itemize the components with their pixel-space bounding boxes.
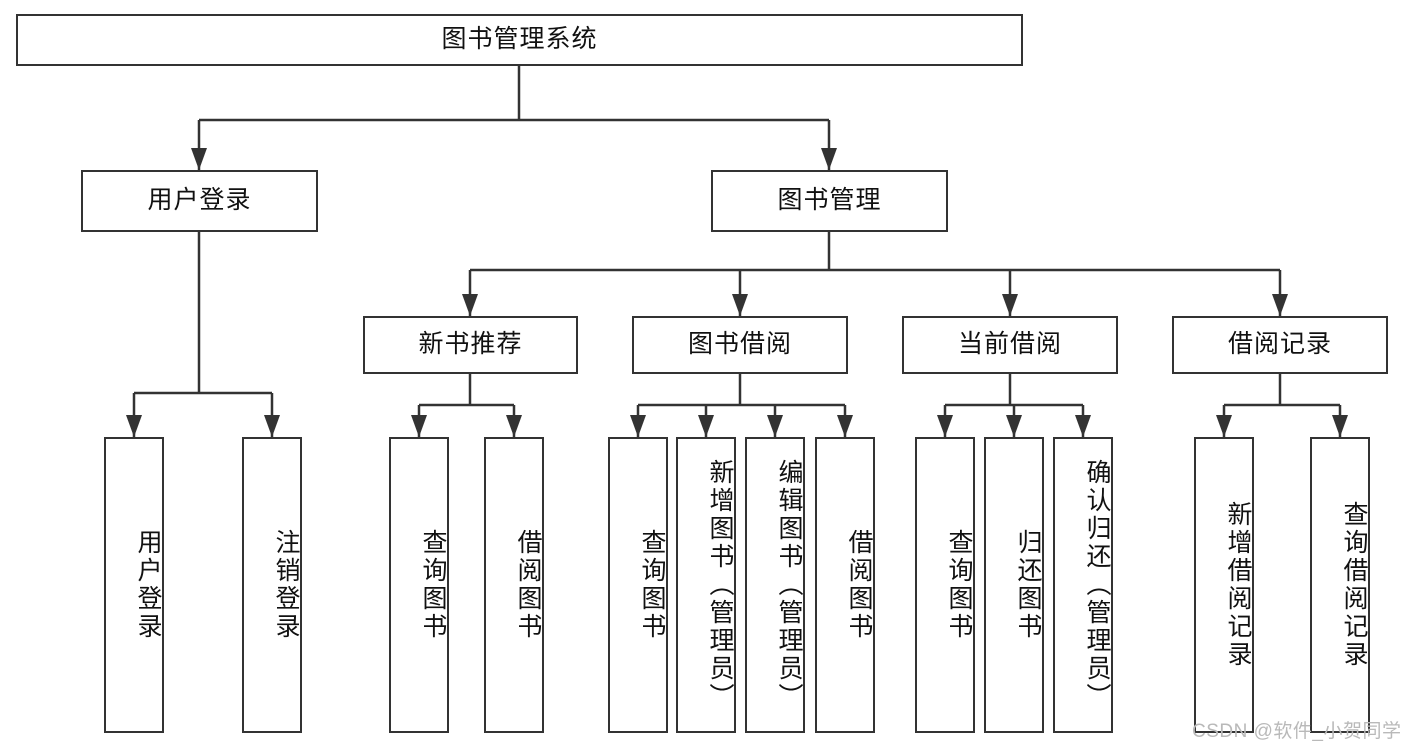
node-label: 新书推荐	[418, 330, 523, 359]
arrow-head-icon	[264, 415, 280, 437]
node-leaf-borrow-book-2[interactable]: 借阅图书	[815, 437, 875, 733]
node-label: 当前借阅	[957, 330, 1062, 359]
node-current-borrow[interactable]: 当前借阅	[902, 316, 1118, 374]
node-label: 查询借阅记录	[1340, 501, 1368, 669]
node-book-manage[interactable]: 图书管理	[711, 170, 948, 232]
node-leaf-add-record[interactable]: 新增借阅记录	[1194, 437, 1254, 733]
node-label: 借阅记录	[1227, 330, 1332, 359]
arrow-head-icon	[126, 415, 142, 437]
node-label: 查询图书	[638, 529, 666, 641]
node-leaf-query-book-2[interactable]: 查询图书	[608, 437, 668, 733]
node-borrow-record[interactable]: 借阅记录	[1172, 316, 1388, 374]
node-label: 借阅图书	[845, 529, 873, 641]
arrow-head-icon	[411, 415, 427, 437]
node-user-login[interactable]: 用户登录	[81, 170, 318, 232]
node-label: 图书借阅	[687, 330, 792, 359]
node-label: 查询图书	[419, 529, 447, 641]
node-label: 新增借阅记录	[1224, 501, 1252, 669]
arrow-head-icon	[837, 415, 853, 437]
arrow-head-icon	[821, 148, 837, 170]
node-leaf-logout[interactable]: 注销登录	[242, 437, 302, 733]
node-leaf-query-book-3[interactable]: 查询图书	[915, 437, 975, 733]
arrow-head-icon	[937, 415, 953, 437]
arrow-head-icon	[462, 294, 478, 316]
watermark: CSDN @软件_小贺同学	[1192, 721, 1402, 742]
node-label: 查询图书	[945, 529, 973, 641]
node-leaf-borrow-book-1[interactable]: 借阅图书	[484, 437, 544, 733]
node-root-图书管理系统[interactable]: 图书管理系统	[16, 14, 1023, 66]
arrow-head-icon	[1332, 415, 1348, 437]
arrow-head-icon	[698, 415, 714, 437]
node-leaf-query-record[interactable]: 查询借阅记录	[1310, 437, 1370, 733]
arrow-head-icon	[630, 415, 646, 437]
node-label: 图书管理系统	[441, 25, 598, 54]
arrow-head-icon	[1075, 415, 1091, 437]
node-label: 用户登录	[147, 186, 252, 215]
arrow-head-icon	[1002, 294, 1018, 316]
arrow-head-icon	[506, 415, 522, 437]
arrow-head-icon	[732, 294, 748, 316]
node-label: 确认归还（管理员）	[1083, 459, 1111, 711]
node-label: 编辑图书（管理员）	[775, 459, 803, 711]
node-new-book-recommend[interactable]: 新书推荐	[363, 316, 578, 374]
node-leaf-return-book[interactable]: 归还图书	[984, 437, 1044, 733]
arrow-head-icon	[1216, 415, 1232, 437]
node-label: 图书管理	[777, 186, 882, 215]
node-label: 注销登录	[272, 529, 300, 641]
node-leaf-user-login[interactable]: 用户登录	[104, 437, 164, 733]
node-leaf-query-book-1[interactable]: 查询图书	[389, 437, 449, 733]
node-label: 借阅图书	[514, 529, 542, 641]
arrow-head-icon	[1006, 415, 1022, 437]
node-leaf-add-book[interactable]: 新增图书（管理员）	[676, 437, 736, 733]
node-book-borrow[interactable]: 图书借阅	[632, 316, 848, 374]
node-leaf-confirm-return[interactable]: 确认归还（管理员）	[1053, 437, 1113, 733]
arrow-head-icon	[1272, 294, 1288, 316]
arrow-head-icon	[767, 415, 783, 437]
node-label: 新增图书（管理员）	[706, 459, 734, 711]
node-label: 用户登录	[134, 529, 162, 641]
node-label: 归还图书	[1014, 529, 1042, 641]
node-leaf-edit-book[interactable]: 编辑图书（管理员）	[745, 437, 805, 733]
arrow-head-icon	[191, 148, 207, 170]
